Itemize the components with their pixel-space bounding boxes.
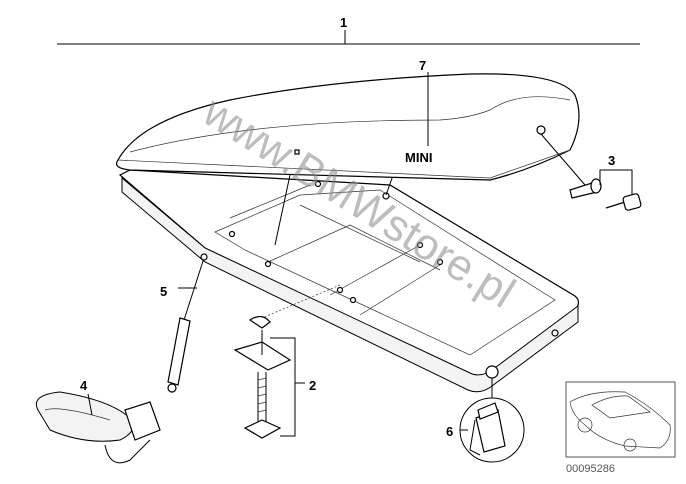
diagram-code: 00095286 [566, 463, 615, 475]
callout-6: 6 [446, 424, 453, 439]
latch-detail: 6 [446, 365, 525, 463]
vehicle-inset [565, 381, 676, 458]
mounting-clamp: 2 [233, 284, 341, 439]
roof-box-lid: MINI 7 [115, 58, 580, 181]
assembly-header: 1 [57, 15, 640, 45]
tie-down-strap: 4 [35, 378, 161, 464]
callout-1: 1 [340, 15, 347, 30]
callout-7: 7 [419, 58, 426, 73]
gas-strut: 5 [160, 253, 208, 393]
box-lid-mini-text: MINI [405, 150, 432, 165]
callout-5: 5 [160, 284, 167, 299]
callout-3: 3 [608, 153, 615, 168]
callout-4: 4 [80, 378, 88, 393]
roof-box-base [118, 169, 580, 393]
lock-cylinder-with-keys: 3 [540, 133, 642, 211]
callout-2: 2 [309, 378, 316, 393]
